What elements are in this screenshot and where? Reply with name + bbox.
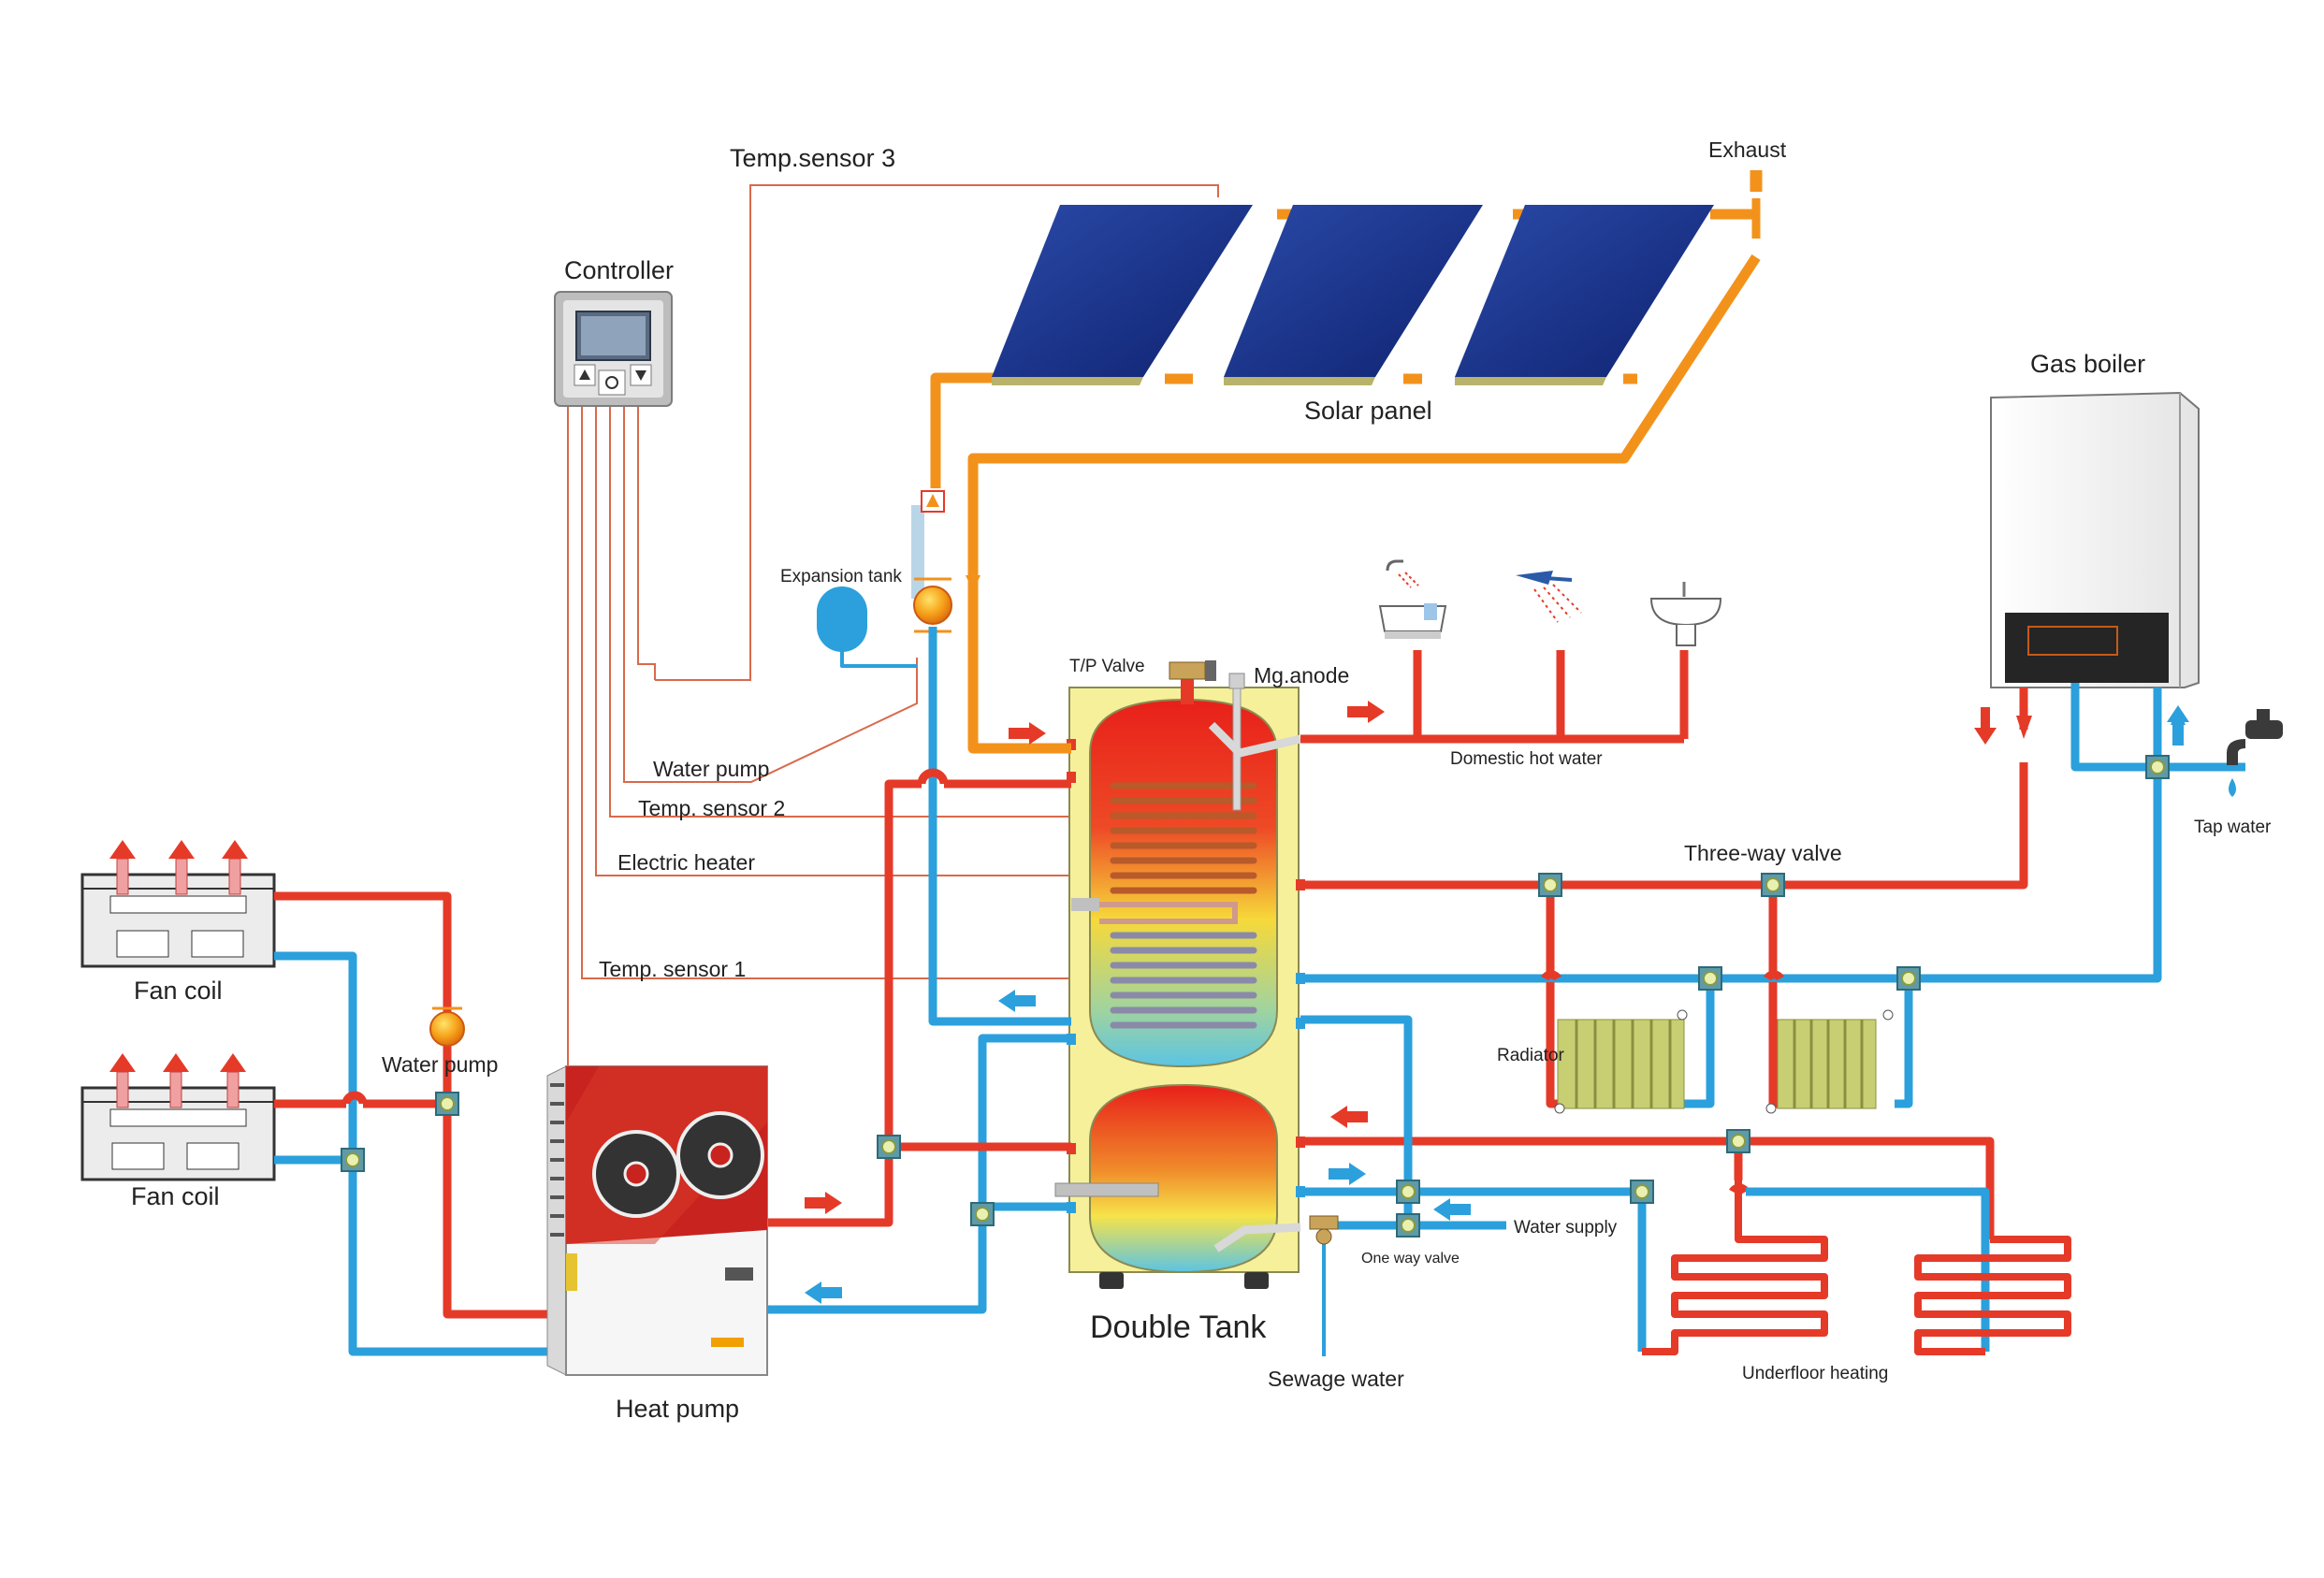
label-fan-coil-1: Fan coil [134,977,223,1005]
valve-tank-lower-a [1396,1180,1420,1204]
valve-radiator-2-return [1896,966,1921,991]
valves[interactable] [341,755,2170,1245]
arrow-dhw-out [1347,701,1385,723]
control-wiring [567,184,1219,1311]
warm-air-arrows [109,840,248,895]
water-pump-left[interactable] [429,1006,465,1047]
label-tp-valve: T/P Valve [1069,657,1145,676]
label-radiator: Radiator [1497,1046,1564,1065]
label-mg-anode: Mg.anode [1254,663,1349,688]
label-water-supply: Water supply [1514,1218,1618,1238]
arrow-lower-tank-in [1330,1106,1368,1128]
valve-fan-coil-cold [341,1148,365,1172]
three-way-valve-2 [1761,873,1785,897]
faucet-icon [2227,709,2283,797]
valve-radiator-1-return [1698,966,1722,991]
bathtub-icon [1378,559,1447,639]
fan-coil-1 [80,840,276,968]
label-domestic-hot-water: Domestic hot water [1450,749,1603,769]
label-heat-pump: Heat pump [616,1395,739,1423]
fan-coil-piping [274,891,561,1356]
label-underfloor-heating: Underfloor heating [1742,1364,1888,1383]
water-pump-top[interactable] [913,577,952,633]
label-three-way-valve: Three-way valve [1684,841,1842,865]
label-controller: Controller [564,256,674,284]
arrow-tank-return [998,990,1036,1012]
radiator-2 [1765,1009,1894,1114]
heat-exchanger-coil-lower [1110,932,1257,1029]
heat-pump [546,1065,768,1376]
arrow-heat-pump-out [805,1192,842,1214]
thermostat-icon [574,364,652,396]
label-expansion-tank: Expansion tank [780,567,902,586]
flow-arrows [805,701,1471,1304]
label-exhaust: Exhaust [1708,138,1787,162]
label-temp-sensor-1: Temp. sensor 1 [599,957,746,981]
heat-exchanger-coil-upper [1110,782,1257,894]
radiator-1 [1554,1009,1688,1114]
label-solar-panel: Solar panel [1304,397,1432,425]
valve-heat-pump-cold [970,1202,995,1226]
arrow-heat-pump-return [805,1281,842,1304]
arrow-water-supply [1433,1198,1471,1221]
gas-boiler [1990,391,2200,767]
controller[interactable] [554,291,673,407]
tp-valve[interactable] [1169,660,1216,704]
label-temp-sensor-3: Temp.sensor 3 [730,144,895,172]
label-tap-water: Tap water [2194,818,2272,837]
solar-panel-1 [992,205,1253,385]
warm-air-arrows [109,1053,246,1108]
labels: Temp.sensor 3 Exhaust Controller Solar p… [131,138,2272,1423]
label-water-pump-left: Water pump [382,1052,498,1077]
label-one-way-valve: One way valve [1361,1251,1460,1267]
shower-icon [1516,571,1582,623]
underfloor-heating-coil-2 [1914,1236,2071,1355]
arrow-underfloor-return [1329,1163,1366,1185]
fan-coil-2 [80,1053,276,1181]
three-way-valve-1 [1538,873,1562,897]
valve-underfloor-2 [1630,1180,1654,1204]
flow-arrow-boiler-hot [1974,707,1997,745]
drain-valve [1309,1215,1339,1245]
double-tank [1054,660,1305,1289]
label-gas-boiler: Gas boiler [2030,350,2145,378]
label-fan-coil-2: Fan coil [131,1182,220,1210]
label-temp-sensor-2: Temp. sensor 2 [638,796,785,820]
valve-underfloor-1 [1726,1129,1750,1153]
solar-panel-3 [1455,205,1714,385]
one-way-valve [1396,1213,1420,1238]
valve-fan-coil-hot [435,1092,459,1116]
solar-panel-2 [1224,205,1483,385]
solar-panel-array [992,205,1714,385]
valve-boiler-cold [2145,755,2170,779]
label-water-pump-top: Water pump [653,757,769,781]
label-double-tank: Double Tank [1090,1310,1267,1345]
expansion-tank-assembly [817,490,952,668]
electric-heater-element [1071,898,1238,924]
label-sewage-water: Sewage water [1268,1367,1404,1391]
valve-heat-pump-hot [877,1135,901,1159]
sink-icon [1649,582,1722,646]
underfloor-heating-coil-1 [1642,1180,1828,1355]
label-electric-heater: Electric heater [617,850,755,875]
flow-arrow-boiler-cold [2167,705,2189,743]
arrow-solar-in [1009,722,1046,745]
